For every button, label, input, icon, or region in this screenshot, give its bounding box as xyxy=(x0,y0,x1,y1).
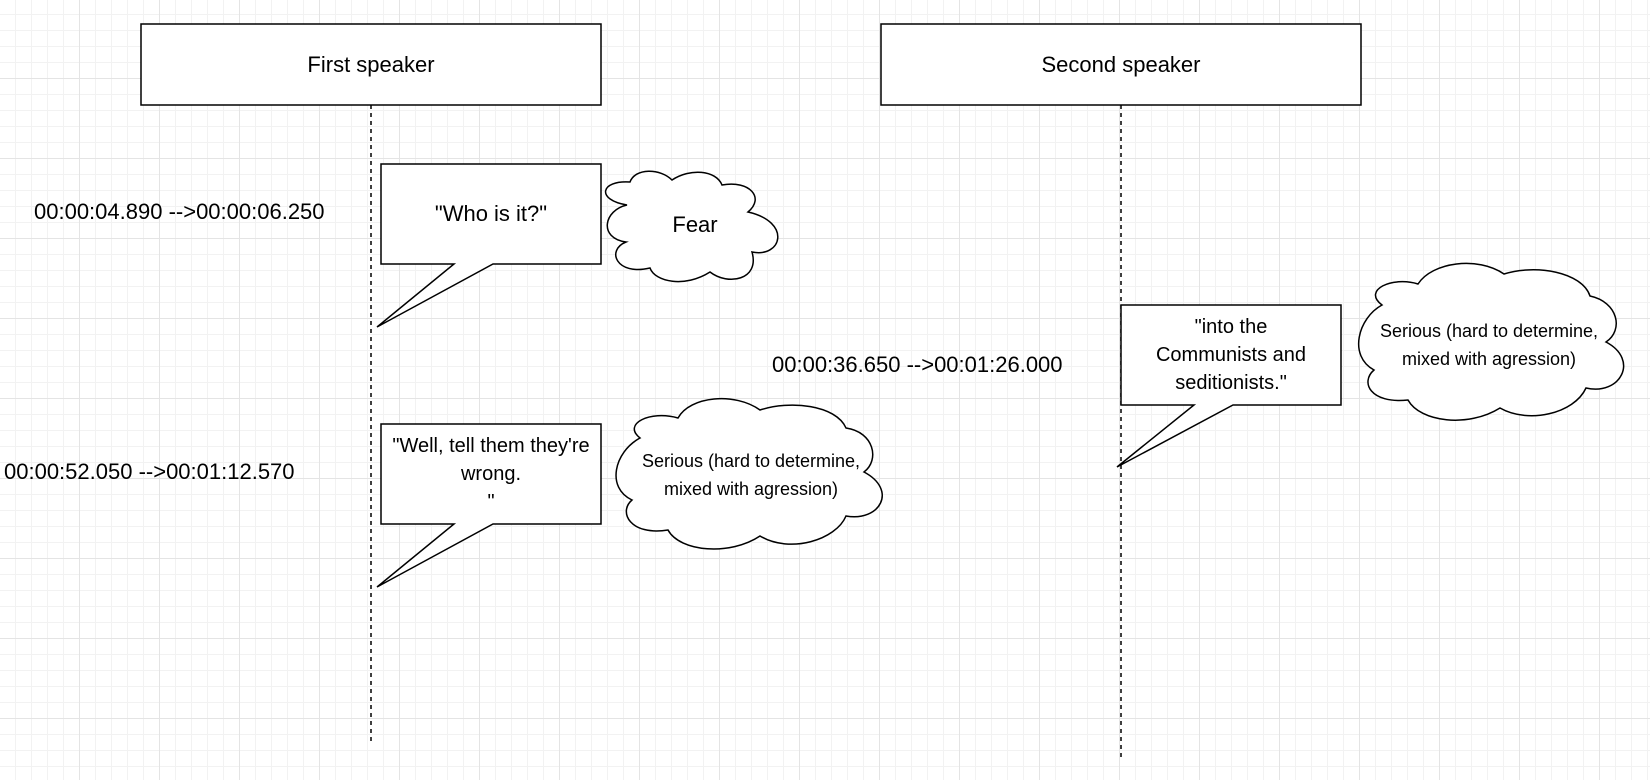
emotion-cloud-1[interactable] xyxy=(604,170,779,283)
speech-callout-3[interactable] xyxy=(1116,304,1342,468)
emotion-cloud-2[interactable] xyxy=(615,397,883,550)
speaker-label-first: First speaker xyxy=(307,51,435,77)
quote-text-2: "Well, tell them they're wrong. " xyxy=(392,435,590,513)
emotion-text-2: Serious (hard to determine, mixed with a… xyxy=(641,451,861,499)
quote-text-1: "Who is it?" xyxy=(434,201,548,226)
timestamp-utterance-3: 00:00:36.650 -->00:01:26.000 xyxy=(772,352,1063,377)
speaker-box-first[interactable] xyxy=(140,23,602,106)
emotion-text-1: Fear xyxy=(672,212,718,237)
timestamp-utterance-2: 00:00:52.050 -->00:01:12.570 xyxy=(4,459,295,484)
speaker-box-second[interactable] xyxy=(880,23,1362,106)
speech-callout-1[interactable] xyxy=(376,163,602,328)
emotion-text-3: Serious (hard to determine, mixed with a… xyxy=(1379,321,1599,369)
quote-text-3: "into the Communists and seditionists." xyxy=(1155,316,1307,394)
timestamp-utterance-1: 00:00:04.890 -->00:00:06.250 xyxy=(34,199,325,224)
emotion-cloud-3[interactable] xyxy=(1357,262,1625,421)
speech-callout-2[interactable] xyxy=(376,423,602,588)
speaker-label-second: Second speaker xyxy=(1041,51,1201,77)
